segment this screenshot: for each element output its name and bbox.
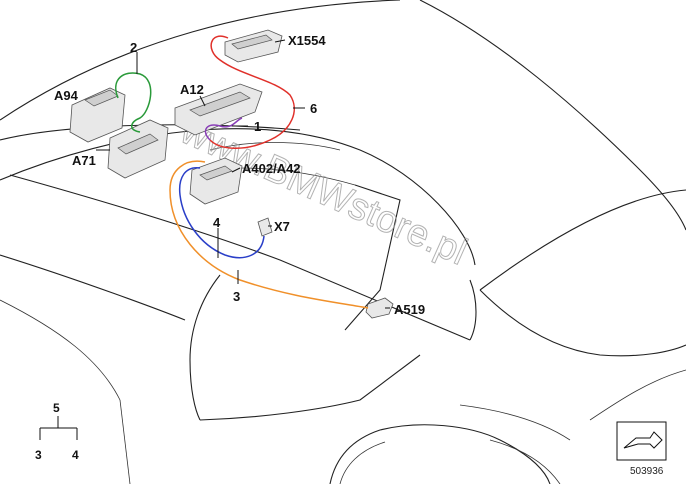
wire-2-green	[115, 72, 152, 133]
callout-1: 1	[254, 119, 261, 134]
part-a402-module	[189, 157, 243, 205]
callout-2: 2	[130, 40, 137, 55]
legend-right-number: 4	[72, 448, 79, 462]
diagram-id: 503936	[630, 466, 664, 477]
part-a519-sensor	[365, 297, 394, 319]
callout-a71: A71	[72, 153, 96, 168]
callout-a94: A94	[54, 88, 79, 103]
wire-1-purple	[204, 117, 243, 141]
wire-6-red	[209, 35, 295, 149]
part-x7-connector	[257, 217, 273, 237]
diagram-id-box: 503936	[616, 421, 667, 477]
callout-6: 6	[310, 101, 317, 116]
leader-lines	[96, 39, 390, 309]
legend-left-number: 3	[35, 448, 42, 462]
callout-3: 3	[233, 289, 240, 304]
legend-top-number: 5	[53, 401, 60, 415]
part-a94-module	[69, 87, 126, 143]
callout-a519: A519	[394, 302, 425, 317]
view-direction-icon	[623, 431, 663, 449]
callout-a12: A12	[180, 82, 204, 97]
wire-4-blue	[178, 167, 265, 259]
part-x1554-connector	[224, 29, 283, 63]
callout-x1554: X1554	[288, 33, 326, 48]
part-a12-module	[174, 83, 263, 136]
wire-3-orange	[169, 160, 369, 309]
callout-x7: X7	[274, 219, 290, 234]
callout-4: 4	[213, 215, 221, 230]
callout-a402-a42: A402/A42	[242, 161, 301, 176]
legend-tree: 5 3 4	[35, 401, 79, 462]
part-a71-module	[107, 119, 169, 179]
